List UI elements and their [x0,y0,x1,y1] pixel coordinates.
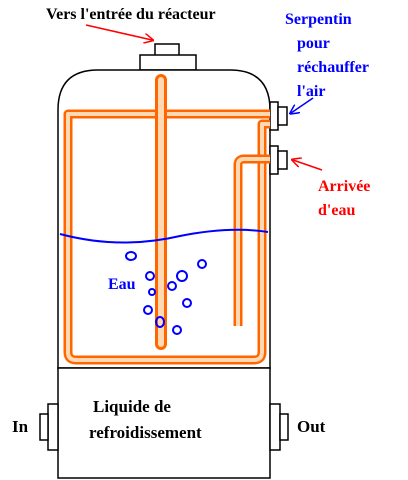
cooling-jacket [57,367,271,479]
water-inlet-arrow [293,160,323,171]
air-coil-port [269,101,279,131]
in-port-cap [39,413,49,441]
air-coil-label-line2: pour [297,35,330,52]
bubble [167,281,177,291]
top-outlet-flange [139,54,197,71]
bubble [197,259,207,269]
water-inlet-pipe [233,154,270,326]
air-coil-port-cap [277,106,288,126]
bubble [172,325,182,335]
air-coil-label-line3: réchauffer [297,59,369,76]
top-outlet-nozzle [154,43,180,57]
bubble [143,305,153,315]
air-coil-label-line4: l'air [297,83,325,100]
coolant-label-line2: refroidissement [89,423,202,442]
coolant-label-line1: Liquide de [93,397,171,416]
water-inlet-label-line2: d'eau [318,202,355,219]
air-heating-coil [63,109,270,365]
bubble [148,288,156,296]
water-inlet-port [269,145,279,175]
bubble [125,251,137,261]
water-surface [59,228,269,244]
water-inlet-port-cap [277,150,288,170]
reactor-inlet-arrow [85,24,152,40]
water-bubbles [125,251,207,335]
in-port-label: In [12,417,29,436]
air-coil-label-line1: Serpentin [285,11,352,28]
bubble [155,316,165,328]
water-label: Eau [108,276,136,293]
air-coil-arrow [291,97,314,113]
bubble [145,271,155,281]
bubble [182,298,192,308]
out-port [269,403,281,451]
in-port [47,403,59,451]
out-port-label: Out [297,417,326,436]
bubble [176,270,188,282]
out-port-cap [279,413,289,441]
water-inlet-label-line1: Arrivée [318,178,370,195]
reactor-inlet-label: Vers l'entrée du réacteur [46,6,216,23]
